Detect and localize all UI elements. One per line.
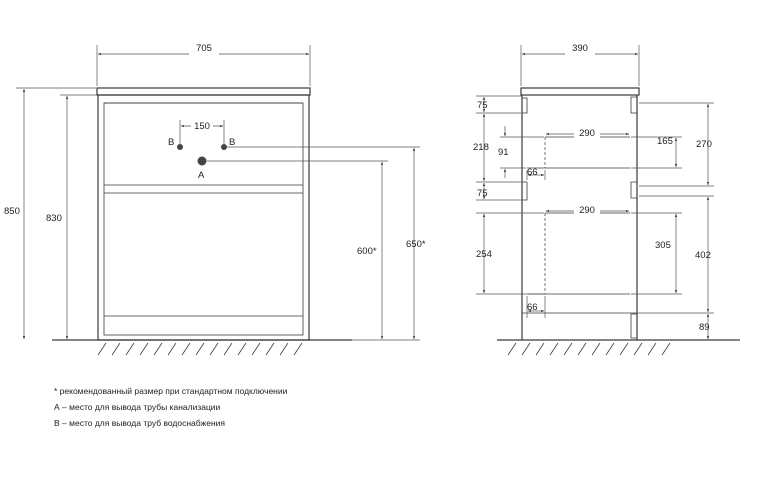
front-dimensions (16, 45, 420, 341)
dim-supply-height-label: 650* (406, 239, 426, 250)
side-back-tab-upper (630, 96, 637, 114)
dim-right-inner-lower-label: 305 (655, 240, 671, 251)
note-outlet-a: А – место для вывода трубы канализации (54, 402, 221, 412)
dim-right-plinth-label: 89 (699, 322, 710, 333)
dim-right-outer-upper-label: 270 (696, 139, 712, 150)
dim-height-body-label: 830 (46, 213, 62, 224)
dim-upper-setback-label: 66 (527, 167, 538, 178)
outlet-b-left-label: B (168, 137, 174, 148)
outlet-b-right-label: B (229, 137, 235, 148)
dim-outlet-spacing-label: 150 (194, 121, 210, 132)
front-cabinet-frame (103, 102, 304, 336)
outlet-a-marker (197, 156, 207, 166)
dim-right-outer-lower-label: 402 (695, 250, 711, 261)
dim-height-total-label: 850 (4, 206, 20, 217)
dim-right-inner-upper-label: 165 (657, 136, 673, 147)
dim-lower-shelf-depth-label: 290 (579, 205, 595, 216)
dim-left-upper-offset-label: 91 (498, 147, 509, 158)
dim-drain-height-label: 600* (357, 246, 377, 257)
front-outlets (177, 144, 227, 166)
front-countertop (96, 87, 311, 96)
outlet-a-label: A (198, 170, 205, 181)
side-floor-hatching (507, 342, 671, 356)
side-labels: 390 75 218 91 75 254 290 290 66 66 165 3… (473, 43, 712, 333)
front-floor-hatching (97, 342, 303, 356)
dim-upper-shelf-depth-label: 290 (579, 128, 595, 139)
side-dimensions (476, 45, 714, 340)
dim-width-label: 705 (196, 43, 212, 54)
dim-left-upper-section-label: 218 (473, 142, 489, 153)
side-back-tab-middle (630, 181, 637, 199)
note-recommended-size: * рекомендованный размер при стандартном… (54, 386, 288, 396)
note-outlet-b: В – место для вывода труб водоснабжения (54, 418, 225, 428)
dim-left-top-gap-label: 75 (477, 100, 488, 111)
front-labels: 705 850 830 150 B B A 600* 650* (4, 43, 426, 257)
side-middle-drawer-front (522, 181, 528, 201)
side-upper-drawer-front (522, 97, 528, 114)
front-view (52, 87, 352, 341)
dim-left-lower-section-label: 254 (476, 249, 492, 260)
outlet-b-left-marker (177, 144, 183, 150)
dim-lower-setback-label: 66 (527, 302, 538, 313)
outlet-b-right-marker (221, 144, 227, 150)
side-countertop (520, 87, 640, 96)
side-back-tab-lower (630, 313, 637, 339)
dim-depth-label: 390 (572, 43, 588, 54)
dim-left-middle-gap-label: 75 (477, 188, 488, 199)
